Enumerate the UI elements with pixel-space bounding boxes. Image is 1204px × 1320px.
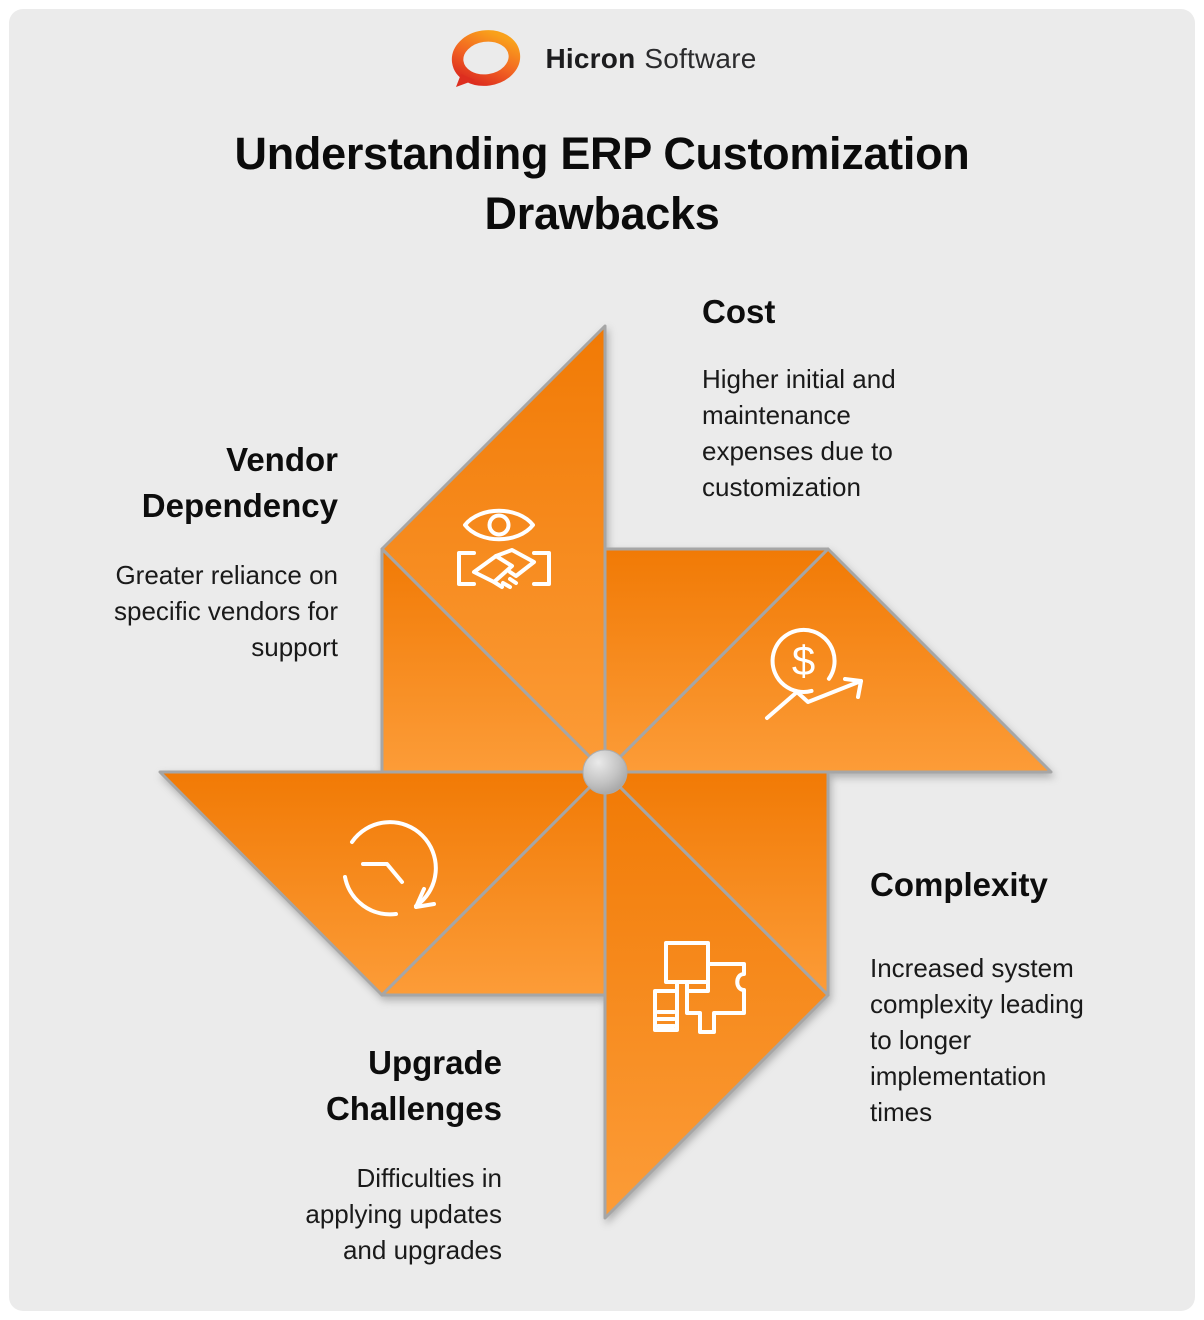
page-title: Understanding ERP Customization Drawback… [234, 128, 970, 239]
pinwheel-hub [582, 749, 628, 795]
puzzle-blocks-icon [653, 941, 746, 1034]
brand-name-bold: Hicron [545, 43, 636, 74]
section-upgrade-challenges: Upgrade Challenges Difficulties in apply… [305, 1040, 502, 1268]
section-upgrade-body: Difficulties in applying updates and upg… [305, 1163, 502, 1265]
section-vendor-dependency: Vendor Dependency Greater reliance on sp… [114, 437, 338, 665]
section-complexity-heading: Complexity [870, 866, 1048, 903]
section-vendor-heading: Vendor Dependency [141, 441, 338, 524]
dollar-sign-glyph: $ [792, 637, 815, 684]
section-complexity: Complexity Increased system complexity l… [870, 862, 1084, 1130]
dollar-growth-arrow-icon: $ [765, 627, 863, 720]
pinwheel-blades [158, 324, 1053, 1220]
brand-name-light: Software [644, 43, 757, 74]
speech-bubble-logo-icon [451, 30, 520, 87]
section-cost-body: Higher initial and maintenance expenses … [702, 364, 896, 502]
eye-handshake-icon [457, 508, 551, 589]
section-cost: Cost Higher initial and maintenance expe… [702, 289, 896, 505]
section-complexity-body: Increased system complexity leading to l… [870, 953, 1084, 1127]
brand-name: Hicron Software [546, 43, 757, 75]
section-vendor-body: Greater reliance on specific vendors for… [114, 560, 338, 662]
section-upgrade-heading: Upgrade Challenges [325, 1044, 502, 1127]
blade-right-inner [603, 547, 830, 774]
blade-bottom-inner [603, 770, 830, 997]
blade-left-inner [380, 770, 607, 997]
brand-logo: Hicron Software [0, 28, 1204, 90]
section-cost-heading: Cost [702, 293, 776, 330]
clockwise-rotation-arrow-icon [343, 820, 438, 917]
